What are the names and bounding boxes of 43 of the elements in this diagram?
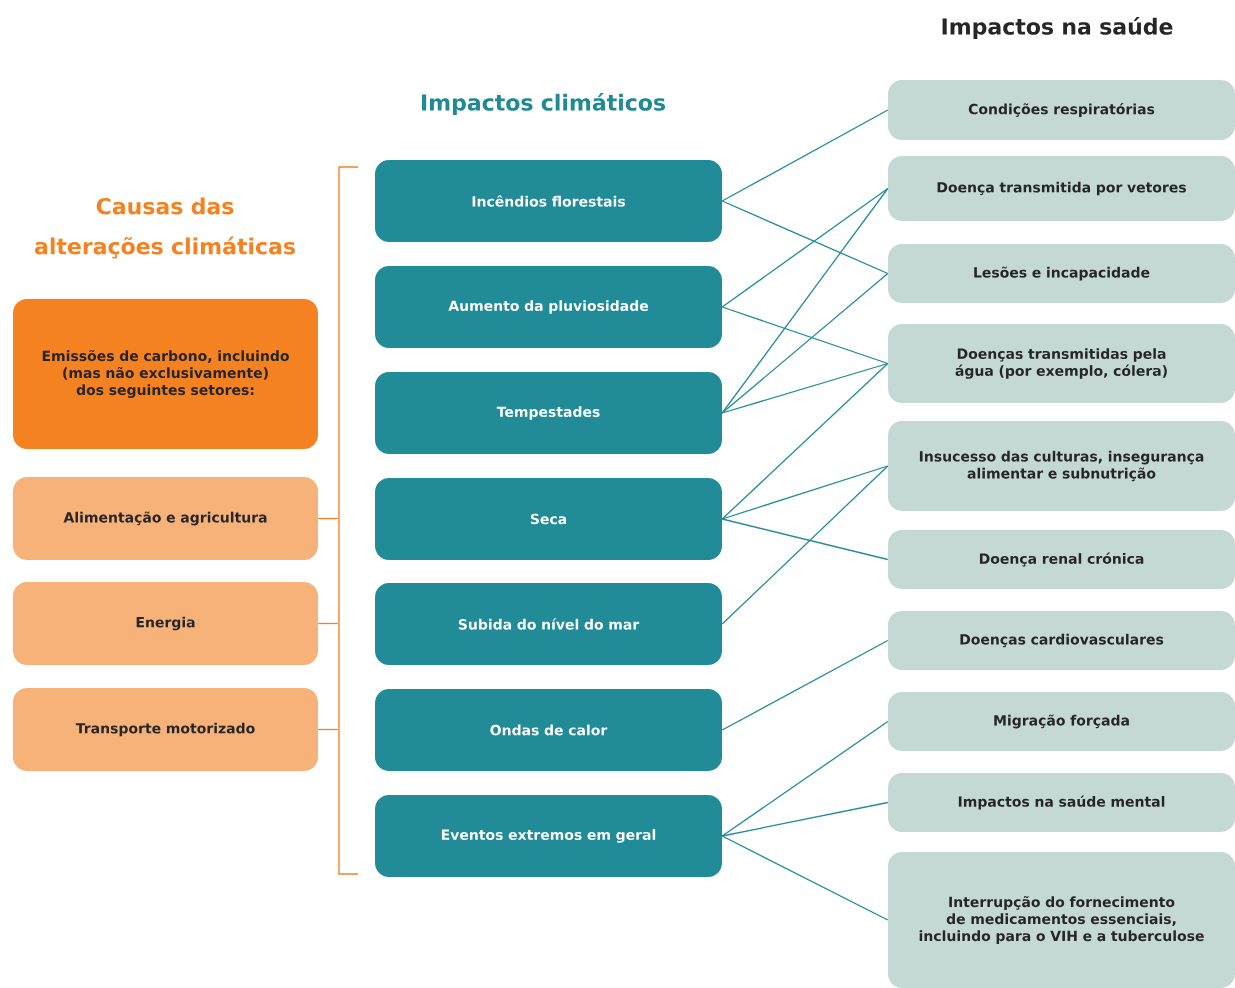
health-impact-box: Impactos na saúde mental	[888, 773, 1235, 832]
health-impact-box: Doença renal crónica	[888, 530, 1235, 589]
connector-line	[721, 801, 889, 837]
health-impact-box: Doenças cardiovasculares	[888, 611, 1235, 670]
connector-line	[721, 362, 889, 414]
health-impact-box: Migração forçada	[888, 692, 1235, 751]
sector-box: Transporte motorizado	[13, 688, 318, 771]
connector-line	[721, 639, 889, 731]
connector-line	[721, 720, 889, 837]
heading: Causas das alterações climáticas	[34, 197, 295, 259]
connector-line	[721, 465, 889, 520]
connector-line	[721, 272, 889, 414]
climate-impact-box: Incêndios florestais	[375, 160, 722, 242]
connector-line	[721, 518, 889, 561]
sector-box: Energia	[13, 582, 318, 665]
connector-line	[721, 187, 889, 308]
climate-impact-box: Ondas de calor	[375, 689, 722, 771]
connector-line	[721, 835, 889, 921]
health-impact-box: Doenças transmitidas pela água (por exemplo, cólera)	[888, 324, 1235, 403]
health-impact-box: Lesões e incapacidade	[888, 244, 1235, 303]
health-impact-box: Doença transmitida por vetores	[888, 156, 1235, 221]
source-box: Emissões de carbono, incluindo (mas não exclusivamente) dos seguintes setores:	[13, 299, 318, 449]
climate-impact-box: Eventos extremos em geral	[375, 795, 722, 877]
bracket	[338, 166, 359, 875]
climate-impact-box: Subida do nível do mar	[375, 583, 722, 665]
connector-line	[721, 362, 889, 520]
heading: Impactos na saúde	[942, 16, 1173, 40]
connector-line	[721, 465, 889, 625]
heading: Impactos climáticos	[422, 92, 665, 116]
climate-impact-box: Tempestades	[375, 372, 722, 454]
connector-line	[721, 200, 889, 275]
climate-impact-box: Aumento da pluviosidade	[375, 266, 722, 348]
connector-line	[721, 109, 889, 202]
sector-box: Alimentação e agricultura	[13, 477, 318, 560]
connector-line	[317, 728, 339, 731]
connector-line	[317, 517, 339, 520]
health-impact-box: Condições respiratórias	[888, 80, 1235, 140]
health-impact-box: Insucesso das culturas, insegurança alimentar e subnutrição	[888, 421, 1235, 511]
health-impact-box: Interrupção do fornecimento de medicamentos essenciais, incluindo para o VIH e a tuberculose	[888, 852, 1235, 988]
connector-line	[721, 187, 889, 414]
climate-impact-box: Seca	[375, 478, 722, 560]
connector-line	[721, 306, 889, 365]
connector-line	[317, 622, 339, 625]
